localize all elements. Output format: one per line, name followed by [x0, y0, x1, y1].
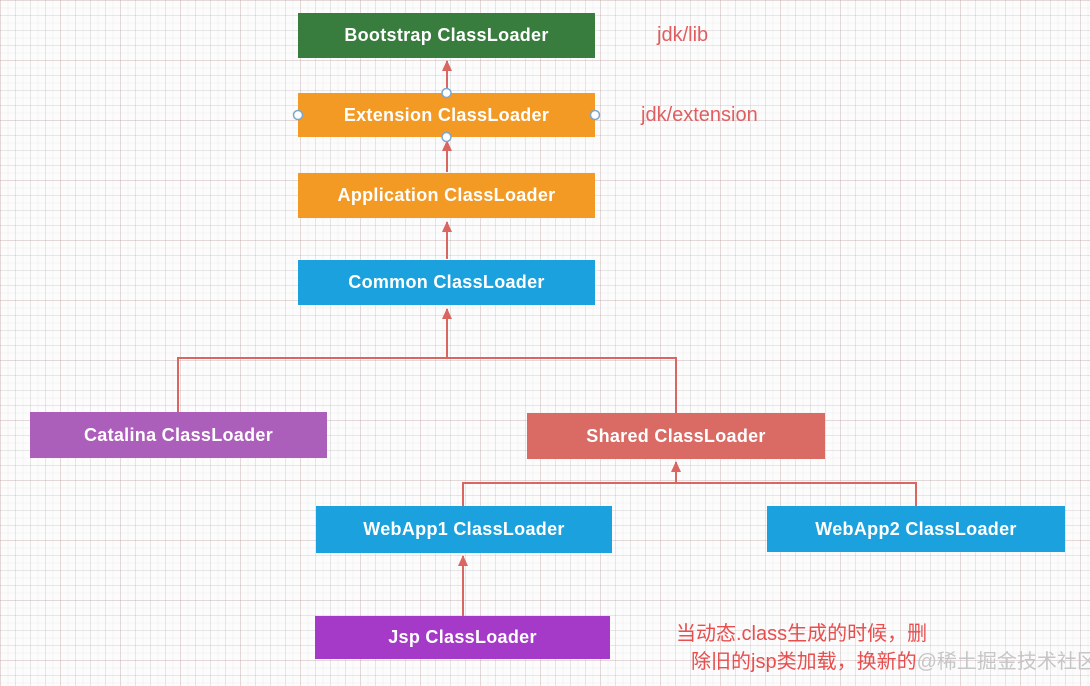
watermark: @稀土掘金技术社区	[916, 651, 1090, 673]
note-text[interactable]: 当动态.class生成的时候，删 除旧的jsp类加载，换新的@稀土掘金技术社区	[676, 620, 1090, 676]
node-common-classloader[interactable]: Common ClassLoader	[298, 260, 595, 305]
node-label: Common ClassLoader	[348, 272, 545, 292]
node-catalina-classloader[interactable]: Catalina ClassLoader	[30, 412, 327, 458]
node-label: Extension ClassLoader	[343, 104, 550, 125]
node-extension-classloader[interactable]: Extension ClassLoader	[298, 93, 595, 137]
node-label: WebApp2 ClassLoader	[815, 518, 1017, 539]
annotation-jdk-extension[interactable]: jdk/extension	[641, 104, 758, 126]
connection-handle-icon[interactable]	[441, 131, 452, 143]
node-label: Shared ClassLoader	[586, 425, 766, 446]
node-application-classloader[interactable]: Application ClassLoader	[298, 173, 595, 218]
connection-handle-icon[interactable]	[292, 109, 304, 121]
note-line-2-text: 除旧的jsp类加载，换新的	[691, 651, 917, 673]
node-label: Bootstrap ClassLoader	[344, 25, 549, 45]
note-line-2: 除旧的jsp类加载，换新的@稀土掘金技术社区	[676, 648, 1090, 676]
annotation-jdk-lib[interactable]: jdk/lib	[657, 24, 709, 46]
connector-webapp-branch[interactable]	[462, 482, 917, 506]
node-label: Jsp ClassLoader	[388, 627, 537, 647]
node-shared-classloader[interactable]: Shared ClassLoader	[527, 413, 825, 459]
connector-catalina-shared-branch[interactable]	[177, 357, 677, 413]
node-bootstrap-classloader[interactable]: Bootstrap ClassLoader	[298, 13, 595, 58]
node-webapp1-classloader[interactable]: WebApp1 ClassLoader	[316, 506, 612, 553]
node-webapp2-classloader[interactable]: WebApp2 ClassLoader	[767, 506, 1065, 552]
node-label: WebApp1 ClassLoader	[363, 519, 565, 539]
node-label: Application ClassLoader	[337, 185, 556, 205]
node-jsp-classloader[interactable]: Jsp ClassLoader	[315, 616, 610, 659]
node-label: Catalina ClassLoader	[83, 424, 274, 445]
connection-handle-icon[interactable]	[589, 109, 601, 121]
note-line-1: 当动态.class生成的时候，删	[676, 623, 928, 645]
connection-handle-icon[interactable]	[441, 87, 452, 99]
